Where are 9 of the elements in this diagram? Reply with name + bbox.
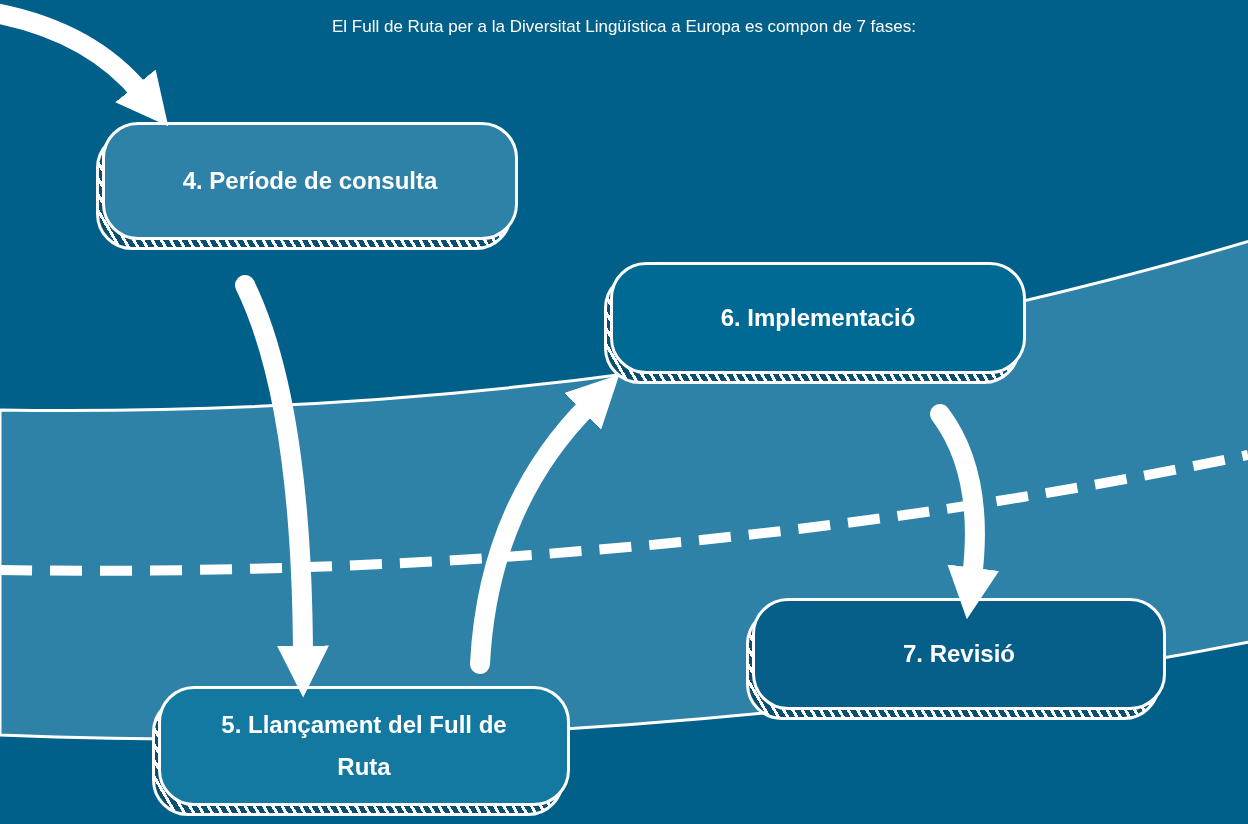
arrow bbox=[0, 2, 170, 126]
process-box: 6. Implementació bbox=[610, 262, 1026, 374]
title: El Full de Ruta per a la Diversitat Lingüística a Europa es compon de 7 fases: bbox=[331, 16, 917, 38]
process-box: 4. Període de consulta bbox=[102, 122, 518, 240]
arrow bbox=[235, 275, 329, 698]
arrow bbox=[470, 373, 619, 674]
process-box: 5. Llançament del Full de Ruta bbox=[158, 686, 570, 806]
arrow bbox=[930, 404, 999, 620]
process-box: 7. Revisió bbox=[752, 598, 1166, 710]
